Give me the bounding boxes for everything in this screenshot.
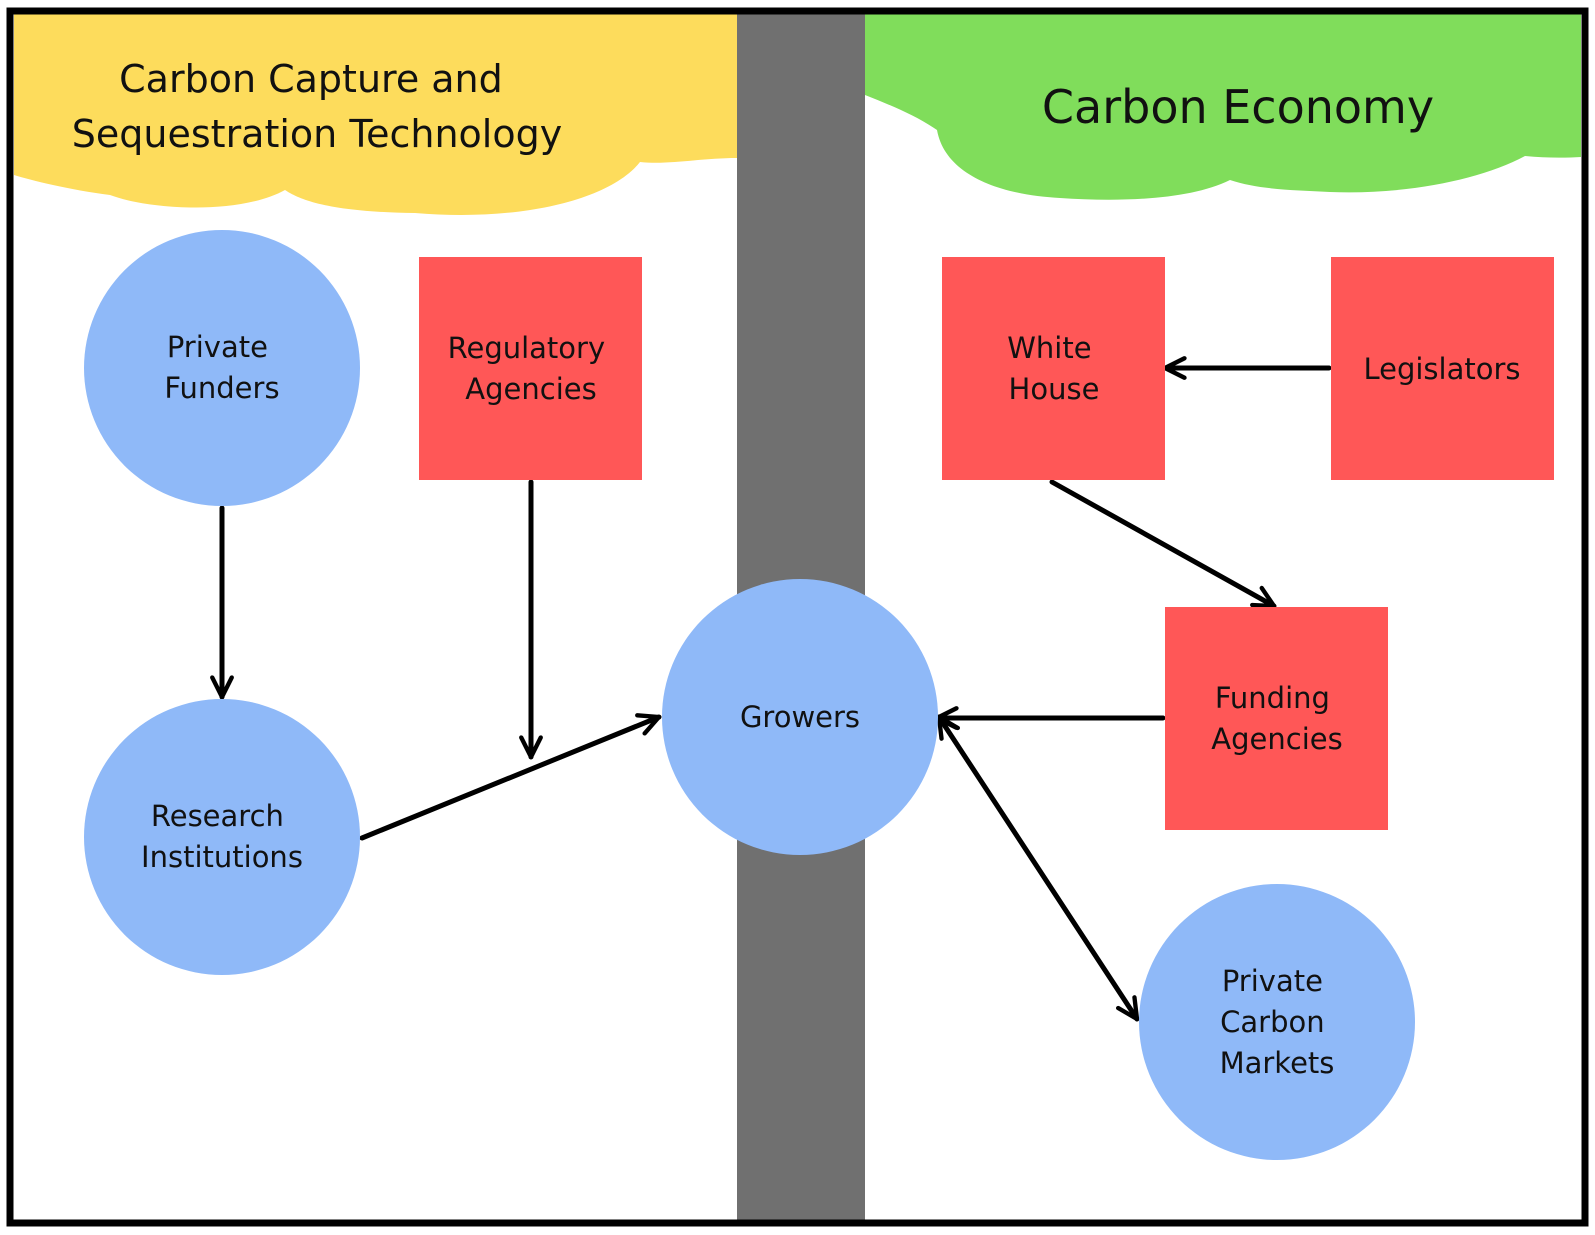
edge-research-to-growers [359, 713, 662, 841]
node-private-carbon-markets-label: Private Carbon Markets [1220, 964, 1335, 1080]
node-label-line: Markets [1220, 1046, 1335, 1080]
node-white-house-shape [942, 257, 1165, 480]
left-header-title: Carbon Capture and Sequestration Technol… [72, 57, 562, 156]
node-label-line: Institutions [141, 840, 303, 874]
node-funding-agencies: Funding Agencies [1165, 607, 1388, 830]
right-header-cloud [865, 14, 1581, 200]
node-regulatory-agencies-shape [419, 257, 642, 480]
edge-white-house-to-funding [1049, 479, 1277, 609]
node-legislators: Legislators [1331, 257, 1554, 480]
outer-frame [6, 7, 1589, 1227]
node-label-line: Funders [164, 371, 279, 405]
edge-growers-private-markets [936, 714, 1140, 1022]
node-regulatory-agencies: Regulatory Agencies [419, 257, 642, 480]
node-private-funders: Private Funders [84, 230, 360, 506]
node-label-line: Private [1222, 964, 1323, 998]
node-growers-shape [662, 579, 938, 855]
node-label-line: Regulatory [448, 331, 606, 365]
node-label-line: Private [167, 330, 268, 364]
node-regulatory-agencies-label: Regulatory Agencies [448, 331, 615, 406]
node-label-line: Research [151, 799, 284, 833]
node-label-line: Agencies [465, 372, 596, 406]
node-legislators-label: Legislators [1363, 352, 1520, 386]
right-header-title: Carbon Economy [1042, 80, 1434, 134]
node-label-line: Funding [1215, 681, 1330, 715]
node-private-funders-shape [84, 230, 360, 506]
node-growers: Growers [662, 579, 938, 855]
node-label-line: White [1007, 331, 1091, 365]
node-label-line: House [1009, 372, 1100, 406]
node-legislators-shape [1331, 257, 1554, 480]
node-private-carbon-markets: Private Carbon Markets [1139, 884, 1415, 1160]
node-white-house-label: White House [1007, 331, 1101, 406]
left-header-line-2: Sequestration Technology [72, 112, 562, 156]
node-white-house: White House [942, 257, 1165, 480]
node-private-funders-label: Private Funders [164, 330, 279, 405]
node-growers-label: Growers [740, 700, 860, 734]
node-research-institutions-shape [84, 699, 360, 975]
node-funding-agencies-label: Funding Agencies [1211, 681, 1342, 756]
left-header-line-1: Carbon Capture and [119, 57, 503, 101]
node-private-carbon-markets-shape [1139, 884, 1415, 1160]
node-research-institutions-label: Research Institutions [141, 799, 303, 874]
node-label-line: Carbon [1220, 1005, 1324, 1039]
node-label-line: Agencies [1211, 722, 1342, 756]
node-research-institutions: Research Institutions [84, 699, 360, 975]
node-funding-agencies-shape [1165, 607, 1388, 830]
left-header-cloud [14, 14, 737, 216]
